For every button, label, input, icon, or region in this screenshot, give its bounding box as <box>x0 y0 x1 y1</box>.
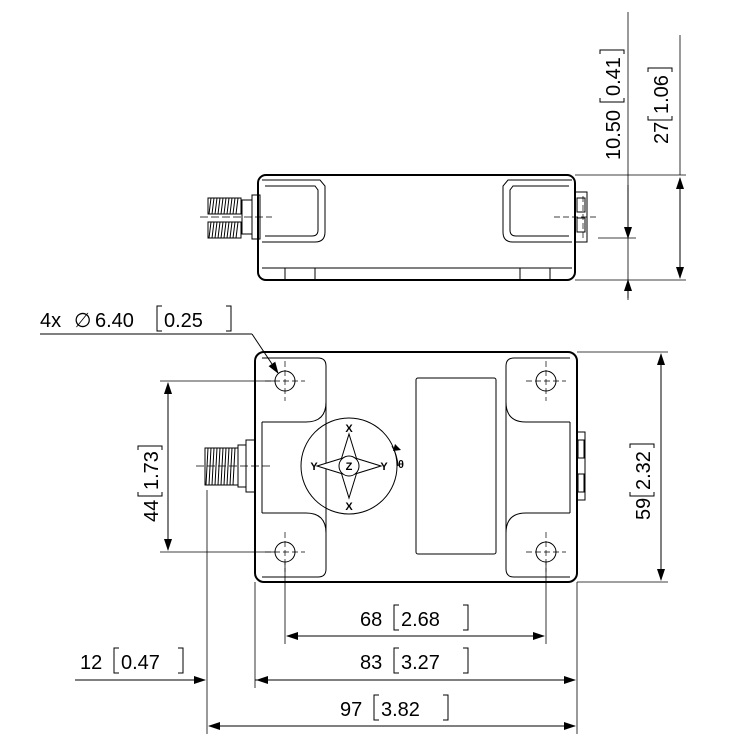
dimension-height-total: 27 1.06 <box>647 35 684 279</box>
dim-body-w-mm: 83 <box>360 652 382 674</box>
dim-spacing-v-in: 1.73 <box>141 451 163 490</box>
dimension-overall-width: 97 3.82 <box>208 694 576 730</box>
dim-height-total-mm: 27 <box>651 122 673 144</box>
top-view: X X Y Y Z θ <box>196 351 586 583</box>
svg-text:θ: θ <box>398 459 404 471</box>
dim-spacing-h-in: 2.68 <box>401 609 440 631</box>
axis-label-x-top: X <box>345 423 353 435</box>
dimension-body-height: 59 2.32 <box>629 353 665 581</box>
dimension-hole-diameter: 4x ∅ 6.40 0.25 <box>40 305 279 374</box>
axis-label-z: Z <box>346 461 353 473</box>
dim-hole-prefix: 4x <box>40 310 61 332</box>
dim-spacing-h-mm: 68 <box>360 609 382 631</box>
side-view <box>200 174 598 281</box>
dim-overall-mm: 97 <box>340 699 362 721</box>
dim-height-total-in: 1.06 <box>651 75 673 114</box>
dim-height-offset-mm: 10.50 <box>603 110 625 160</box>
rotation-arrow-icon: θ <box>391 444 404 471</box>
axis-label-y-right: Y <box>380 461 388 473</box>
dimension-hole-spacing-horizontal: 68 2.68 <box>286 604 545 640</box>
dimension-hole-spacing-vertical: 44 1.73 <box>137 382 172 551</box>
dim-spacing-v-mm: 44 <box>141 500 163 522</box>
dim-hole-in: 0.25 <box>164 310 203 332</box>
dim-body-h-mm: 59 <box>633 498 655 520</box>
dim-body-h-in: 2.32 <box>633 451 655 490</box>
dim-overall-in: 3.82 <box>381 699 420 721</box>
dimension-height-offset: 10.50 0.41 <box>599 12 632 300</box>
dim-connector-mm: 12 <box>80 652 102 674</box>
dim-hole-mm: 6.40 <box>95 310 134 332</box>
dimension-connector-length: 12 0.47 <box>75 647 257 684</box>
extension-lines <box>160 174 686 734</box>
dimension-body-width: 83 3.27 <box>256 647 576 684</box>
axis-compass-icon: X X Y Y Z <box>300 417 398 515</box>
axis-label-y-left: Y <box>310 461 318 473</box>
dim-body-w-in: 3.27 <box>401 652 440 674</box>
dim-hole-symbol: ∅ <box>74 310 91 332</box>
m12-connector-icon <box>200 194 272 240</box>
axis-label-x-bottom: X <box>345 501 353 513</box>
dim-height-offset-in: 0.41 <box>603 57 625 96</box>
m12-connector-icon <box>196 439 270 493</box>
dim-connector-in: 0.47 <box>121 652 160 674</box>
